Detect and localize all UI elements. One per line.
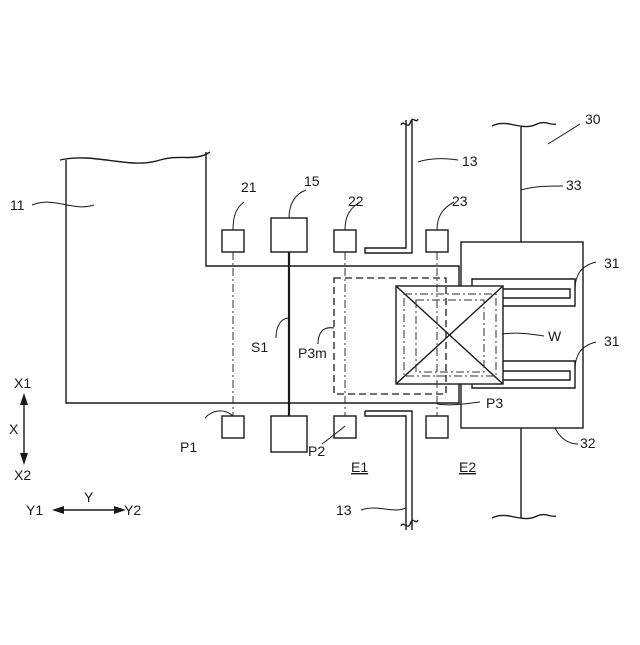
- label-W: W: [548, 328, 562, 344]
- sensor-P2: [334, 416, 356, 438]
- label-30: 30: [585, 111, 601, 127]
- sensor-23: [426, 230, 448, 252]
- beam-13-top: [365, 119, 418, 253]
- sensor-21: [222, 230, 244, 252]
- label-P3: P3: [486, 395, 503, 411]
- label-31-upper: 31: [604, 255, 620, 271]
- label-P3m: P3m: [298, 345, 327, 361]
- label-P1: P1: [180, 439, 197, 455]
- axis-label-Y: Y: [84, 489, 94, 505]
- label-23: 23: [452, 193, 468, 209]
- label-32: 32: [580, 435, 596, 451]
- label-13-bottom: 13: [336, 502, 352, 518]
- axis-label-X2: X2: [14, 467, 31, 483]
- axis-labels: X1 X X2 Y1 Y Y2: [9, 375, 141, 518]
- sensor-15-bottom: [271, 416, 307, 452]
- label-31-lower: 31: [604, 333, 620, 349]
- beam-13-bottom: [365, 411, 418, 530]
- labels: 30 11 21 15 22 13 23 33 31 31 W S1 P3m P…: [10, 111, 620, 518]
- sensor-P1: [222, 416, 244, 438]
- sensors-top: [222, 218, 448, 252]
- label-S1: S1: [251, 339, 268, 355]
- label-E2: E2: [459, 459, 476, 475]
- wafer-W: [396, 286, 503, 384]
- label-22: 22: [348, 193, 364, 209]
- label-33: 33: [566, 177, 582, 193]
- label-E1: E1: [351, 459, 368, 475]
- sensor-22: [334, 230, 356, 252]
- sensor-15-top: [271, 218, 307, 252]
- axis-arrows: [20, 393, 126, 514]
- label-13-top: 13: [462, 153, 478, 169]
- axis-label-Y2: Y2: [124, 502, 141, 518]
- axis-label-X: X: [9, 421, 19, 437]
- label-P2: P2: [308, 443, 325, 459]
- label-15: 15: [304, 173, 320, 189]
- axis-label-X1: X1: [14, 375, 31, 391]
- axis-label-Y1: Y1: [26, 502, 43, 518]
- label-11: 11: [10, 197, 25, 213]
- label-21: 21: [241, 179, 257, 195]
- sensor-P3: [426, 416, 448, 438]
